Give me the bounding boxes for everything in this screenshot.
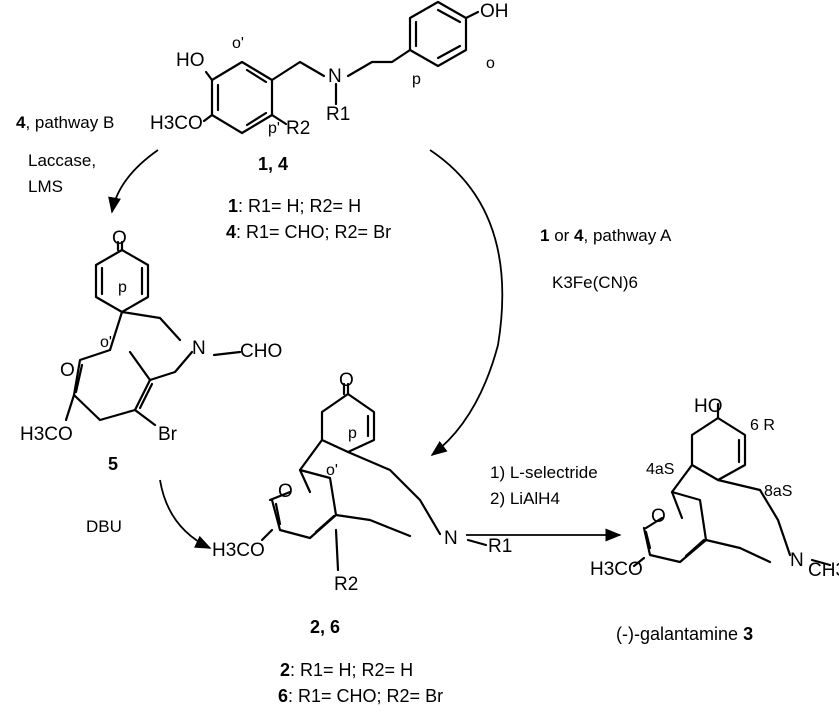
site-p: p [348,425,357,442]
atom-o-ring: O [278,481,293,502]
atom-r2: R2 [286,118,310,139]
atom-n: N [790,550,804,571]
atom-h3co: H3CO [20,424,73,445]
stereo-6r: 6 R [750,417,775,434]
atom-r2: R2 [334,574,358,595]
reduction-step-2: 2) LiAlH4 [490,489,560,508]
atom-o-top: O [112,228,127,249]
atom-n: N [192,338,206,359]
definition-2: 2: R1= H; R2= H [280,660,413,680]
compound-label-1-4: 1, 4 [258,154,288,174]
pathway-a-label: 1 or 4, pathway A [540,226,672,245]
atom-o-ring: O [651,506,666,527]
pathway-b-reagent-1: Laccase, [28,151,96,170]
stereo-8as: 8aS [764,483,792,500]
site-p: p [412,71,421,88]
definition-6: 6: R1= CHO; R2= Br [278,686,443,706]
atom-ho: HO [176,50,205,71]
pathway-b-reagent-2: LMS [28,177,63,196]
compound-2-6-structure [260,382,488,572]
compound-5-structure [64,240,242,427]
atom-o-enone: O [60,360,75,381]
atom-h3co: H3CO [150,113,203,134]
site-p: p [118,279,127,296]
site-o-prime: o' [100,334,112,351]
site-o: o [486,55,495,72]
atom-n: N [328,66,342,87]
atom-cho: CHO [240,341,282,362]
atom-h3co: H3CO [590,559,643,580]
reduction-step-1: 1) L-selectride [490,463,598,482]
galantamine-structure [632,402,832,568]
site-p-prime: p' [268,120,280,137]
stereo-4as: 4aS [646,461,674,478]
atom-ch3: CH3 [808,560,839,581]
atom-r1: R1 [488,536,512,557]
pathway-b-label: 4, pathway B [16,113,114,132]
atom-oh: OH [480,1,509,22]
dbu-label: DBU [86,517,122,536]
definition-4: 4: R1= CHO; R2= Br [226,222,391,242]
compound-label-2-6: 2, 6 [310,617,340,637]
atom-o-top: O [339,370,354,391]
arrow-pathway-b [108,149,159,214]
compound-1-4-structure [202,0,480,135]
site-o-prime: o' [232,35,244,52]
arrow-pathway-a [429,149,504,456]
compound-label-5: 5 [108,454,118,474]
site-o-prime: o' [326,462,338,479]
galantamine-label: (-)-galantamine 3 [616,624,753,644]
arrow-dbu [159,479,212,549]
atom-h3co: H3CO [212,540,265,561]
definition-1: 1: R1= H; R2= H [228,196,361,216]
atom-ho: HO [694,396,723,417]
pathway-a-reagent: K3Fe(CN)6 [552,273,638,292]
atom-br: Br [158,424,178,445]
atom-r1: R1 [326,104,350,125]
atom-n: N [444,528,458,549]
